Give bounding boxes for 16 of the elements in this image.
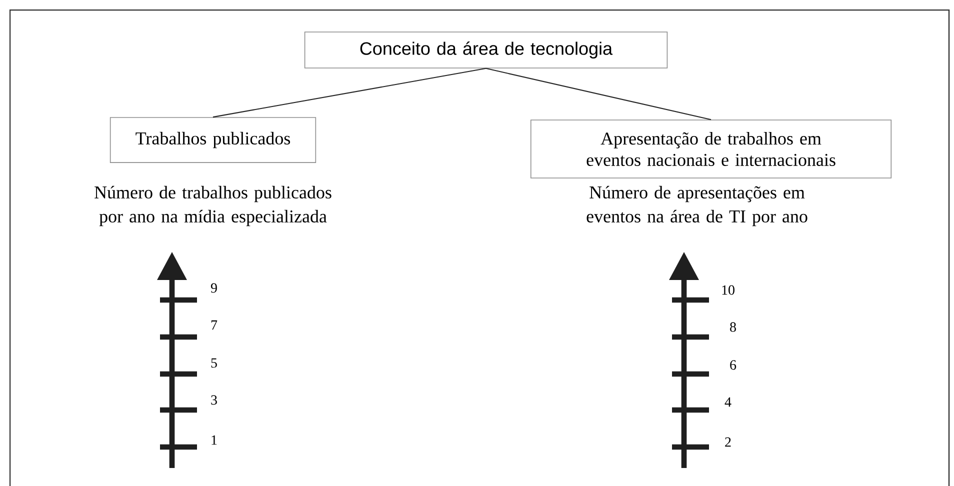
- scale-value: 10: [722, 285, 734, 295]
- connector-line: [212, 68, 486, 118]
- scale-value: 4: [724, 397, 732, 407]
- concept-box: Trabalhos publicados: [110, 117, 316, 163]
- scale-value: 1: [212, 435, 217, 445]
- concept-box: Conceito da área de tecnologia: [304, 32, 668, 68]
- connector-line: [486, 68, 712, 120]
- scale-value: 7: [211, 320, 218, 330]
- scale-value: 8: [730, 322, 736, 332]
- scale-value: 9: [210, 283, 217, 293]
- scale-value: 3: [211, 395, 217, 405]
- scale-value: 2: [725, 437, 731, 447]
- scale-value: 6: [730, 360, 736, 370]
- scale-value: 5: [211, 358, 217, 368]
- concept-box: Apresentação de trabalhos em eventos nacionais e internacionais: [530, 120, 892, 178]
- axis-description: Número de trabalhos publicados por ano na mídia especializada: [94, 186, 332, 226]
